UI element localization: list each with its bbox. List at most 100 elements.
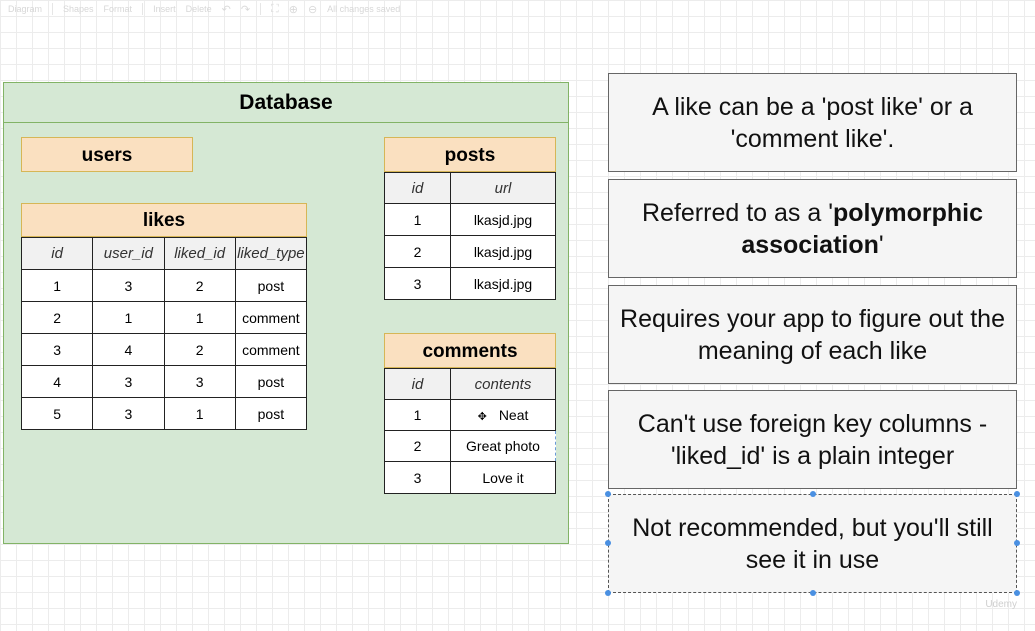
table-cell: 4 (20, 365, 94, 398)
note-text: Not recommended, but you'll still see it… (632, 513, 993, 574)
table-cell: 5 (20, 397, 94, 430)
table-cell: Great photo (450, 430, 556, 462)
table-cell: 3 (92, 269, 165, 302)
table-cell: lkasjd.jpg (450, 235, 556, 268)
posts-table-title: posts (384, 137, 556, 172)
resize-handle[interactable] (1014, 590, 1020, 596)
posts-header-row: id url (384, 172, 556, 204)
comments-header-cell: id (384, 368, 451, 400)
table-cell: 2 (163, 333, 236, 366)
table-row: 1 ✥ Neat (384, 399, 556, 431)
table-cell: 2 (384, 430, 451, 462)
comments-header-row: id contents (384, 368, 556, 400)
table-cell: 2 (163, 269, 236, 302)
likes-header-row: id user_id liked_id liked_type (20, 237, 308, 270)
note-polymorphic[interactable]: Referred to as a 'polymorphic associatio… (608, 179, 1017, 278)
table-cell: lkasjd.jpg (450, 203, 556, 236)
likes-table[interactable]: likes id user_id liked_id liked_type 1 3… (20, 203, 308, 430)
table-cell: post (234, 397, 308, 430)
table-cell: ✥ Neat (450, 399, 556, 431)
table-cell: post (234, 365, 308, 398)
toolbar-divider (260, 3, 262, 15)
note-text: Can't use foreign key columns - 'liked_i… (637, 409, 988, 470)
table-cell: lkasjd.jpg (450, 267, 556, 300)
resize-handle[interactable] (1014, 491, 1020, 497)
redo-icon[interactable]: ↷ (240, 3, 251, 16)
fullscreen-icon[interactable]: ⛶ (271, 2, 279, 15)
table-cell: 1 (384, 203, 451, 236)
note-not-recommended[interactable]: Not recommended, but you'll still see it… (608, 494, 1017, 593)
note-text-bold: polymorphic association (741, 198, 983, 259)
format-menu[interactable]: Format (103, 4, 133, 14)
resize-handle[interactable] (605, 491, 611, 497)
note-app-meaning[interactable]: Requires your app to figure out the mean… (608, 285, 1017, 384)
table-row: 2 lkasjd.jpg (384, 235, 556, 268)
table-cell: post (234, 269, 308, 302)
comments-grid: id contents 1 ✥ Neat 2 Great photo 3 Love… (384, 368, 556, 494)
table-row: 2 Great photo (384, 430, 556, 462)
shapes-menu[interactable]: Shapes (63, 4, 94, 14)
table-cell: 1 (92, 301, 165, 334)
table-cell: 4 (92, 333, 165, 366)
note-text: A like can be a 'post like' or a 'commen… (652, 92, 973, 153)
users-table-title: users (21, 137, 193, 172)
table-row: 1 3 2 post (20, 269, 308, 302)
comments-table-title: comments (384, 333, 556, 368)
table-cell: 3 (92, 365, 165, 398)
move-cursor-icon: ✥ (477, 411, 487, 423)
delete-menu[interactable]: Delete (185, 4, 212, 14)
note-text: Requires your app to figure out the mean… (620, 304, 1005, 365)
database-title: Database (4, 83, 568, 123)
likes-table-title: likes (21, 203, 307, 237)
page-tabs-bar (0, 621, 1035, 631)
posts-grid: id url 1 lkasjd.jpg 2 lkasjd.jpg 3 lkasj… (384, 172, 556, 300)
resize-handle[interactable] (605, 540, 611, 546)
likes-grid: id user_id liked_id liked_type 1 3 2 pos… (20, 237, 308, 430)
insert-menu[interactable]: Insert (153, 4, 176, 14)
comments-header-cell: contents (450, 368, 556, 400)
table-row: 2 1 1 comment (20, 301, 308, 334)
toolbar: Diagram Shapes Format Insert Delete ↶ ↷ … (0, 0, 1035, 18)
posts-header-cell: url (450, 172, 556, 204)
table-cell: 3 (163, 365, 236, 398)
note-like-types[interactable]: A like can be a 'post like' or a 'commen… (608, 73, 1017, 172)
table-cell: 2 (20, 301, 94, 334)
table-row: 3 lkasjd.jpg (384, 267, 556, 300)
table-cell: comment (234, 301, 308, 334)
table-row: 3 4 2 comment (20, 333, 308, 366)
table-row: 5 3 1 post (20, 397, 308, 430)
table-cell: 3 (384, 267, 451, 300)
undo-icon[interactable]: ↶ (221, 3, 231, 16)
posts-table[interactable]: posts id url 1 lkasjd.jpg 2 lkasjd.jpg 3… (384, 137, 556, 300)
table-row: 4 3 3 post (20, 365, 308, 398)
note-text-part: Referred to as a ' (642, 198, 833, 227)
note-foreign-keys[interactable]: Can't use foreign key columns - 'liked_i… (608, 390, 1017, 489)
zoom-out-icon[interactable]: ⊖ (307, 3, 318, 16)
resize-handle[interactable] (605, 590, 611, 596)
diagram-menu[interactable]: Diagram (8, 4, 43, 14)
table-cell: 3 (92, 397, 165, 430)
resize-handle[interactable] (810, 491, 816, 497)
table-cell: 1 (163, 301, 236, 334)
resize-handle[interactable] (1014, 540, 1020, 546)
likes-header-cell: user_id (92, 237, 165, 270)
comments-table[interactable]: comments id contents 1 ✥ Neat 2 Great pho… (384, 333, 556, 494)
table-row: 1 lkasjd.jpg (384, 203, 556, 236)
table-cell: 3 (384, 461, 451, 494)
toolbar-divider (142, 3, 144, 15)
posts-header-cell: id (384, 172, 451, 204)
likes-header-cell: liked_id (163, 237, 236, 270)
resize-handle[interactable] (810, 590, 816, 596)
table-cell: 1 (384, 399, 451, 431)
table-cell-text: Neat (498, 407, 529, 423)
table-cell: comment (234, 333, 308, 366)
table-row: 3 Love it (384, 461, 556, 494)
table-cell: 1 (20, 269, 94, 302)
table-cell: 3 (20, 333, 94, 366)
table-cell: 1 (163, 397, 236, 430)
likes-header-cell: liked_type (234, 237, 308, 270)
zoom-in-icon[interactable]: ⊕ (288, 3, 298, 16)
likes-header-cell: id (20, 237, 94, 270)
users-table[interactable]: users (21, 137, 193, 172)
database-container[interactable]: Database users likes id user_id liked_id… (3, 82, 569, 544)
